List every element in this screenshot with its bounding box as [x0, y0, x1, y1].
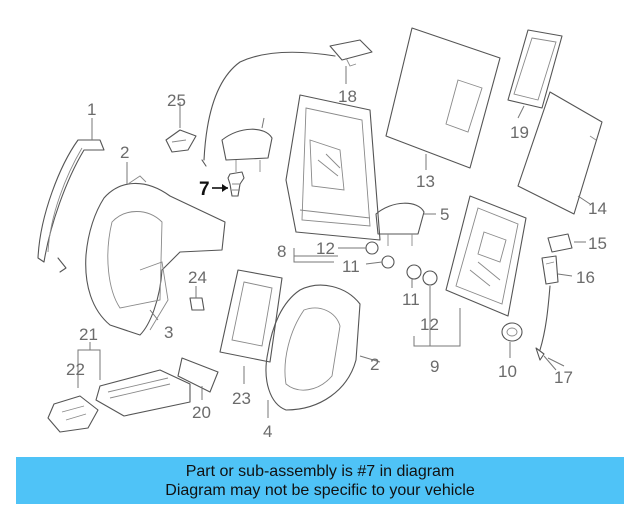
label-22: 22 — [66, 360, 85, 379]
label-24: 24 — [188, 268, 207, 287]
label-23: 23 — [232, 389, 251, 408]
part-12-bushing-a — [365, 241, 379, 255]
label-18: 18 — [338, 87, 357, 106]
label-21: 21 — [79, 325, 98, 344]
label-5: 5 — [440, 205, 449, 224]
label-1: 1 — [87, 100, 96, 119]
info-banner: Part or sub-assembly is #7 in diagram Di… — [16, 457, 624, 504]
label-3: 3 — [164, 323, 173, 342]
label-2-right: 2 — [370, 355, 379, 374]
part-10-grommet — [501, 322, 523, 342]
part-11-bushing-a — [381, 255, 395, 269]
label-12-b: 12 — [420, 315, 439, 334]
part-24-pin — [189, 297, 205, 311]
part-25-clip — [165, 129, 197, 153]
part-14-pad — [517, 91, 603, 215]
part-3-back-panel — [139, 261, 169, 331]
part-5-headrest — [375, 202, 425, 246]
label-13: 13 — [416, 172, 435, 191]
label-16: 16 — [576, 268, 595, 287]
part-16-latch — [541, 255, 559, 285]
part-7-headrest-guide — [212, 171, 245, 197]
part-1-side-trim — [37, 139, 105, 273]
label-7-highlight: 7 — [199, 179, 210, 200]
part-22-cupholder — [47, 395, 99, 433]
part-6-headrest — [221, 128, 273, 172]
label-8: 8 — [277, 242, 286, 261]
part-20-trim — [177, 357, 219, 393]
part-13-seat-back-frame — [285, 94, 381, 241]
label-10: 10 — [498, 362, 517, 381]
part-15-bracket — [547, 233, 573, 253]
part-18-release-cable — [201, 39, 373, 167]
label-19: 19 — [510, 123, 529, 142]
label-9: 9 — [430, 357, 439, 376]
label-14: 14 — [588, 199, 607, 218]
label-2-left: 2 — [120, 143, 129, 162]
label-20: 20 — [192, 403, 211, 422]
part-9-seat-back-frame-right — [445, 195, 527, 317]
part-11-bushing-b — [406, 264, 422, 280]
parts-diagram: 1 2 3 4 5 7 8 12 11 11 12 9 10 13 14 15 … — [37, 27, 607, 441]
label-4: 4 — [263, 422, 272, 441]
leader-lines — [77, 66, 591, 418]
label-17: 17 — [554, 368, 573, 387]
banner-line-1: Part or sub-assembly is #7 in diagram — [185, 462, 455, 480]
part-2-seat-back-right — [265, 284, 361, 411]
part-19-frame — [507, 29, 563, 109]
part-2-seat-back-left — [85, 175, 226, 336]
label-12-a: 12 — [316, 239, 335, 258]
part-21-armrest — [95, 369, 191, 417]
label-25: 25 — [167, 91, 186, 110]
part-23-armrest-frame — [219, 269, 283, 363]
part-12-bushing-b — [422, 270, 438, 286]
label-11-b: 11 — [402, 290, 420, 309]
label-11-a: 11 — [342, 257, 360, 276]
part-13-panel — [385, 27, 501, 169]
banner-line-2: Diagram may not be specific to your vehi… — [165, 481, 475, 499]
label-15: 15 — [588, 234, 607, 253]
part-17-cable — [535, 285, 551, 361]
